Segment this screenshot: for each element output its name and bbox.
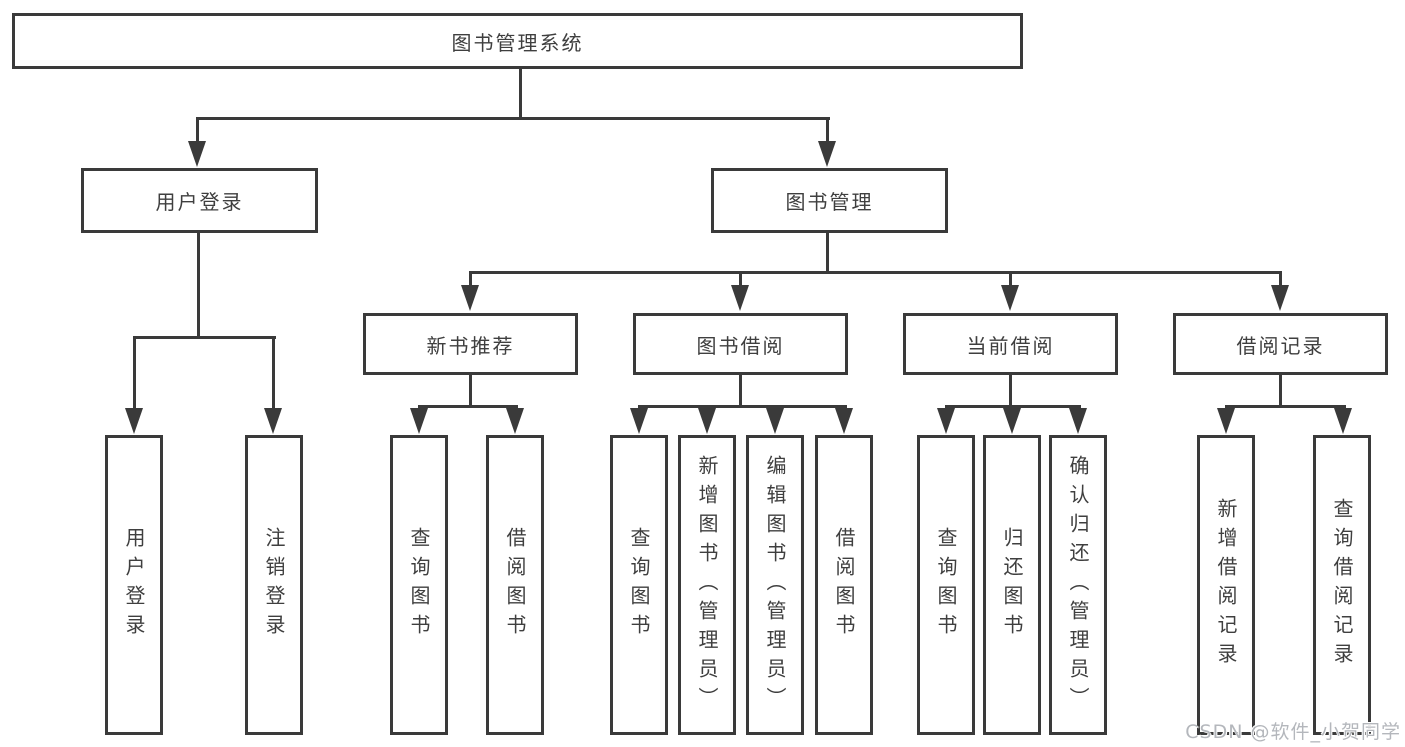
arrow-down-icon [937, 408, 955, 434]
leaf-return-books: 归还图书 [983, 435, 1041, 735]
connector-bookmgmt-vline [826, 233, 829, 274]
connector-userlogin-hline [133, 336, 276, 339]
arrow-down-icon [188, 141, 206, 167]
node-borrowing-records: 借阅记录 [1173, 313, 1388, 375]
leaf-add-books-admin: 新增图书（管理员） [678, 435, 736, 735]
leaf-borrow-books-2: 借阅图书 [815, 435, 873, 735]
node-book-borrowing: 图书借阅 [633, 313, 848, 375]
leaf-logout: 注销登录 [245, 435, 303, 735]
arrow-down-icon [506, 408, 524, 434]
arrow-down-icon [1217, 408, 1235, 434]
arrow-down-icon [731, 285, 749, 311]
leaf-borrow-books-1: 借阅图书 [486, 435, 544, 735]
leaf-query-books-1: 查询图书 [390, 435, 448, 735]
connector-userlogin-stub-right [272, 336, 275, 410]
leaf-edit-books-admin: 编辑图书（管理员） [746, 435, 804, 735]
leaf-add-borrow-record: 新增借阅记录 [1197, 435, 1255, 735]
leaf-user-login: 用户登录 [105, 435, 163, 735]
connector-sec2-vline [739, 375, 742, 408]
node-book-management: 图书管理 [711, 168, 948, 233]
arrow-down-icon [1271, 285, 1289, 311]
connector-bookmgmt-stub-4 [1279, 271, 1282, 286]
arrow-down-icon [1069, 408, 1087, 434]
arrow-down-icon [264, 408, 282, 434]
connector-bookmgmt-stub-2 [739, 271, 742, 286]
leaf-query-books-2: 查询图书 [610, 435, 668, 735]
node-library-system: 图书管理系统 [12, 13, 1023, 69]
node-new-book-recommend: 新书推荐 [363, 313, 578, 375]
leaf-query-books-3: 查询图书 [917, 435, 975, 735]
arrow-down-icon [766, 408, 784, 434]
arrow-down-icon [1001, 285, 1019, 311]
arrow-down-icon [835, 408, 853, 434]
leaf-confirm-return-admin: 确认归还（管理员） [1049, 435, 1107, 735]
leaf-query-borrow-record: 查询借阅记录 [1313, 435, 1371, 735]
arrow-down-icon [698, 408, 716, 434]
connector-root-vline [519, 69, 522, 119]
connector-sec4-vline [1279, 375, 1282, 408]
watermark: CSDN @软件_小贺同学 [1185, 721, 1401, 743]
connector-root-stub-right [826, 117, 829, 143]
connector-sec2-hline [638, 405, 847, 408]
arrow-down-icon [818, 141, 836, 167]
arrow-down-icon [461, 285, 479, 311]
node-current-borrowing: 当前借阅 [903, 313, 1118, 375]
connector-sec3-hline [945, 405, 1081, 408]
connector-bookmgmt-stub-3 [1009, 271, 1012, 286]
connector-userlogin-stub-left [133, 336, 136, 410]
node-user-login: 用户登录 [81, 168, 318, 233]
connector-sec4-hline [1225, 405, 1346, 408]
arrow-down-icon [125, 408, 143, 434]
connector-sec3-vline [1009, 375, 1012, 408]
connector-root-stub-left [196, 117, 199, 143]
arrow-down-icon [410, 408, 428, 434]
connector-bookmgmt-stub-1 [469, 271, 472, 286]
connector-root-hline [196, 117, 830, 120]
connector-userlogin-vline [197, 233, 200, 339]
arrow-down-icon [1003, 408, 1021, 434]
arrow-down-icon [1334, 408, 1352, 434]
connector-bookmgmt-hline [469, 271, 1282, 274]
connector-sec1-hline [418, 405, 518, 408]
connector-sec1-vline [469, 375, 472, 408]
arrow-down-icon [630, 408, 648, 434]
